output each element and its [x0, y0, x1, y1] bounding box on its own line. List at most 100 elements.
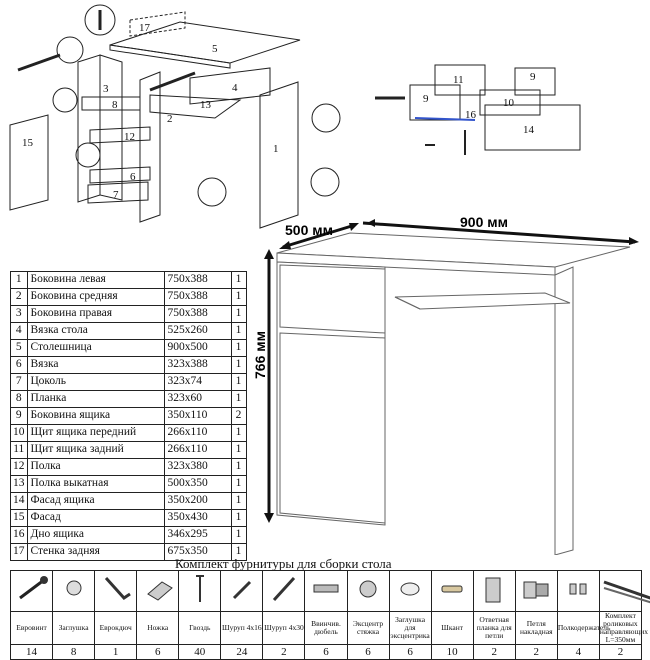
hardware-qty: 24 — [220, 643, 264, 660]
hardware-name: Ввинчив. дюбель — [304, 611, 348, 645]
parts-cell-qty: 1 — [230, 356, 247, 374]
drawer-label-10: 10 — [503, 97, 515, 109]
hardware-qty: 6 — [346, 643, 390, 660]
hardware-picture-cell — [556, 570, 600, 612]
part-label-2: 2 — [167, 113, 173, 125]
hardware-name: Ответная планка для петли — [472, 611, 516, 645]
part-label-3: 3 — [103, 83, 109, 95]
parts-cell-size: 323x380 — [163, 458, 232, 476]
hardware-name: Шкант — [430, 611, 474, 645]
part-label-5: 5 — [212, 43, 218, 55]
hardware-qty: 2 — [472, 643, 516, 660]
parts-cell-qty: 1 — [230, 305, 247, 323]
hardware-name: Гвоздь — [178, 611, 222, 645]
screw-icon — [18, 576, 48, 600]
parts-cell-size: 266x110 — [163, 424, 232, 442]
parts-cell-size: 266x110 — [163, 441, 232, 459]
part-label-12: 12 — [124, 131, 135, 143]
drawer-assembly-drawing: 11 9 9 10 14 16 — [375, 64, 581, 155]
hardware-name: Полкодержатель — [556, 611, 610, 645]
parts-cell-size: 350x200 — [163, 492, 232, 510]
parts-cell-n: 7 — [10, 373, 28, 391]
hardware-picture-cell — [262, 570, 306, 612]
parts-cell-qty: 1 — [230, 509, 247, 527]
hardware-name: Шуруп 4x30 — [262, 611, 306, 645]
desk-dimension-drawing: 500 мм 900 мм 766 мм — [255, 214, 639, 555]
parts-cell-size: 323x388 — [163, 356, 232, 374]
hardware-qty: 1 — [94, 643, 138, 660]
hardware-qty: 14 — [9, 643, 54, 660]
part-label-15: 15 — [22, 137, 34, 149]
hex-key-icon — [104, 576, 131, 600]
hardware-name: Заглушка — [52, 611, 96, 645]
parts-cell-n: 12 — [10, 458, 28, 476]
hardware-picture-cell — [304, 570, 348, 612]
part-label-13: 13 — [200, 99, 212, 111]
part-label-6: 6 — [130, 171, 136, 183]
parts-cell-qty: 1 — [230, 441, 247, 459]
dowel-icon — [313, 584, 339, 593]
parts-cell-name: Боковина ящика — [26, 407, 165, 425]
parts-cell-name: Фасад ящика — [26, 492, 165, 510]
hardware-qty: 2 — [514, 643, 558, 660]
hardware-picture-cell — [514, 570, 558, 612]
parts-cell-name: Фасад — [26, 509, 165, 527]
parts-cell-name: Планка — [26, 390, 165, 408]
parts-cell-n: 8 — [10, 390, 28, 408]
parts-cell-n: 5 — [10, 339, 28, 357]
parts-cell-name: Вязка стола — [26, 322, 165, 340]
parts-cell-size: 500x350 — [163, 475, 232, 493]
short-screw-icon — [232, 580, 251, 600]
part-label-4: 4 — [232, 82, 238, 94]
hardware-qty: 10 — [430, 643, 474, 660]
parts-cell-qty: 1 — [230, 339, 247, 357]
hardware-name: Комплект роликовых направляющих L=350мм — [598, 611, 648, 645]
parts-cell-qty: 1 — [230, 492, 247, 510]
parts-cell-name: Дно ящика — [26, 526, 165, 544]
parts-cell-qty: 1 — [230, 458, 247, 476]
part-label-17: 17 — [139, 22, 151, 34]
parts-cell-size: 750x388 — [163, 271, 232, 289]
hardware-picture-cell — [472, 570, 516, 612]
hardware-picture-cell — [430, 570, 474, 612]
parts-cell-n: 9 — [10, 407, 28, 425]
parts-cell-n: 1 — [10, 271, 28, 289]
parts-cell-size: 323x60 — [163, 390, 232, 408]
drawer-label-11: 11 — [453, 74, 464, 86]
parts-cell-size: 750x388 — [163, 288, 232, 306]
hardware-name: Евровинт — [9, 611, 54, 645]
wood-dowel-icon — [441, 585, 463, 593]
part-label-1: 1 — [273, 143, 279, 155]
parts-cell-size: 350x110 — [163, 407, 232, 425]
parts-cell-n: 4 — [10, 322, 28, 340]
parts-cell-name: Боковина левая — [26, 271, 165, 289]
hardware-qty: 40 — [178, 643, 222, 660]
hardware-picture-cell — [220, 570, 264, 612]
hardware-picture-cell — [9, 570, 54, 612]
hardware-qty: 2 — [598, 643, 643, 660]
hardware-picture-cell — [346, 570, 390, 612]
drawer-label-9a: 9 — [423, 93, 429, 105]
parts-cell-qty: 1 — [230, 475, 247, 493]
cam-lock-icon — [359, 580, 377, 598]
drawer-label-14: 14 — [523, 124, 535, 136]
hardware-qty: 8 — [52, 643, 96, 660]
hinge-icon — [523, 581, 549, 599]
